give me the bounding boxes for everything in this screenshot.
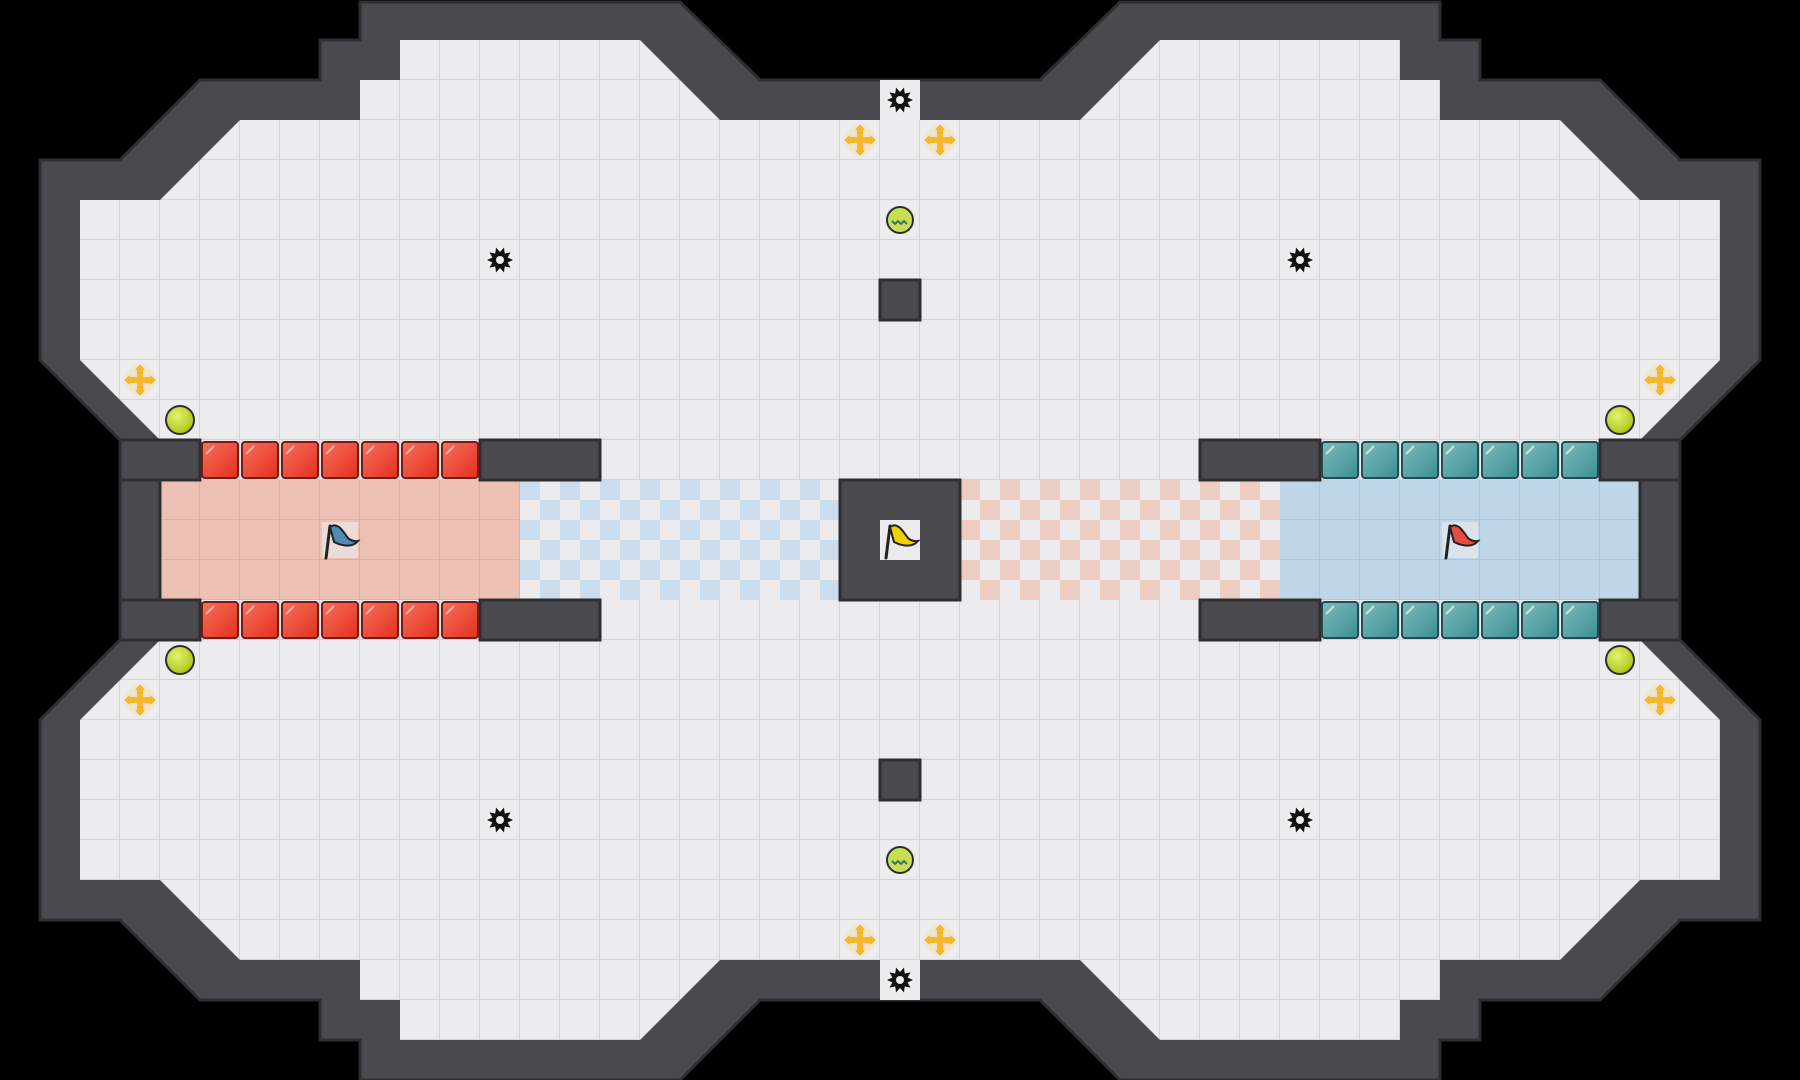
spike-icon	[1287, 247, 1313, 273]
boost-pad-icon	[924, 924, 956, 956]
powerup-icon	[165, 645, 195, 675]
red-gate-tile	[281, 601, 319, 639]
red-gate-tile	[201, 601, 239, 639]
spike-icon	[487, 807, 513, 833]
spike-icon	[887, 967, 913, 993]
red-gate-tile	[241, 441, 279, 479]
teal-gate-tile	[1401, 441, 1439, 479]
blue-flag-icon[interactable]	[322, 522, 361, 560]
teal-gate-tile	[1561, 601, 1599, 639]
boost-pad-icon	[844, 124, 876, 156]
pillar-bottom	[878, 758, 922, 802]
bomb-icon	[886, 846, 914, 874]
boost-pad-icon	[844, 924, 876, 956]
teal-gate-tile	[1441, 601, 1479, 639]
teal-gate-tile	[1361, 601, 1399, 639]
red-gate-tile	[241, 601, 279, 639]
boost-pad-icon	[924, 124, 956, 156]
teal-gate-tile	[1441, 441, 1479, 479]
red-gate-tile	[441, 441, 479, 479]
teal-gate-tile	[1321, 441, 1359, 479]
red-gate-tile	[401, 601, 439, 639]
teal-gate-tile	[1481, 601, 1519, 639]
red-gate-tile	[401, 441, 439, 479]
powerup-icon	[1605, 645, 1635, 675]
red-gate-tile	[321, 441, 359, 479]
teal-gate-tile	[1521, 441, 1559, 479]
teal-gate-tile	[1561, 441, 1599, 479]
red-gate-tile	[361, 601, 399, 639]
red-gate-tile	[201, 441, 239, 479]
base-walls	[118, 438, 1682, 642]
blue-checker-lane	[520, 480, 840, 600]
red-flag-icon[interactable]	[1442, 522, 1481, 560]
red-gate-tile	[281, 441, 319, 479]
teal-gate-tile	[1361, 441, 1399, 479]
spike-icon	[1287, 807, 1313, 833]
teal-gate-tile	[1521, 601, 1559, 639]
teal-gate-tile	[1401, 601, 1439, 639]
boost-pad-icon	[124, 684, 156, 716]
pillar-top	[878, 278, 922, 322]
teal-gate-tile	[1481, 441, 1519, 479]
corner-accents	[120, 80, 160, 120]
boost-pad-icon	[1644, 364, 1676, 396]
red-checker-lane	[960, 480, 1280, 600]
red-gate-tile	[321, 601, 359, 639]
spike-icon	[487, 247, 513, 273]
yellow-flag-icon[interactable]	[882, 522, 921, 560]
powerup-icon	[165, 405, 195, 435]
boost-pad-icon	[124, 364, 156, 396]
red-gate-tile	[441, 601, 479, 639]
bomb-icon	[886, 206, 914, 234]
powerup-icon	[1605, 405, 1635, 435]
red-gate-tile	[361, 441, 399, 479]
spike-icon	[887, 87, 913, 113]
boost-pad-icon	[1644, 684, 1676, 716]
teal-gate-tile	[1321, 601, 1359, 639]
